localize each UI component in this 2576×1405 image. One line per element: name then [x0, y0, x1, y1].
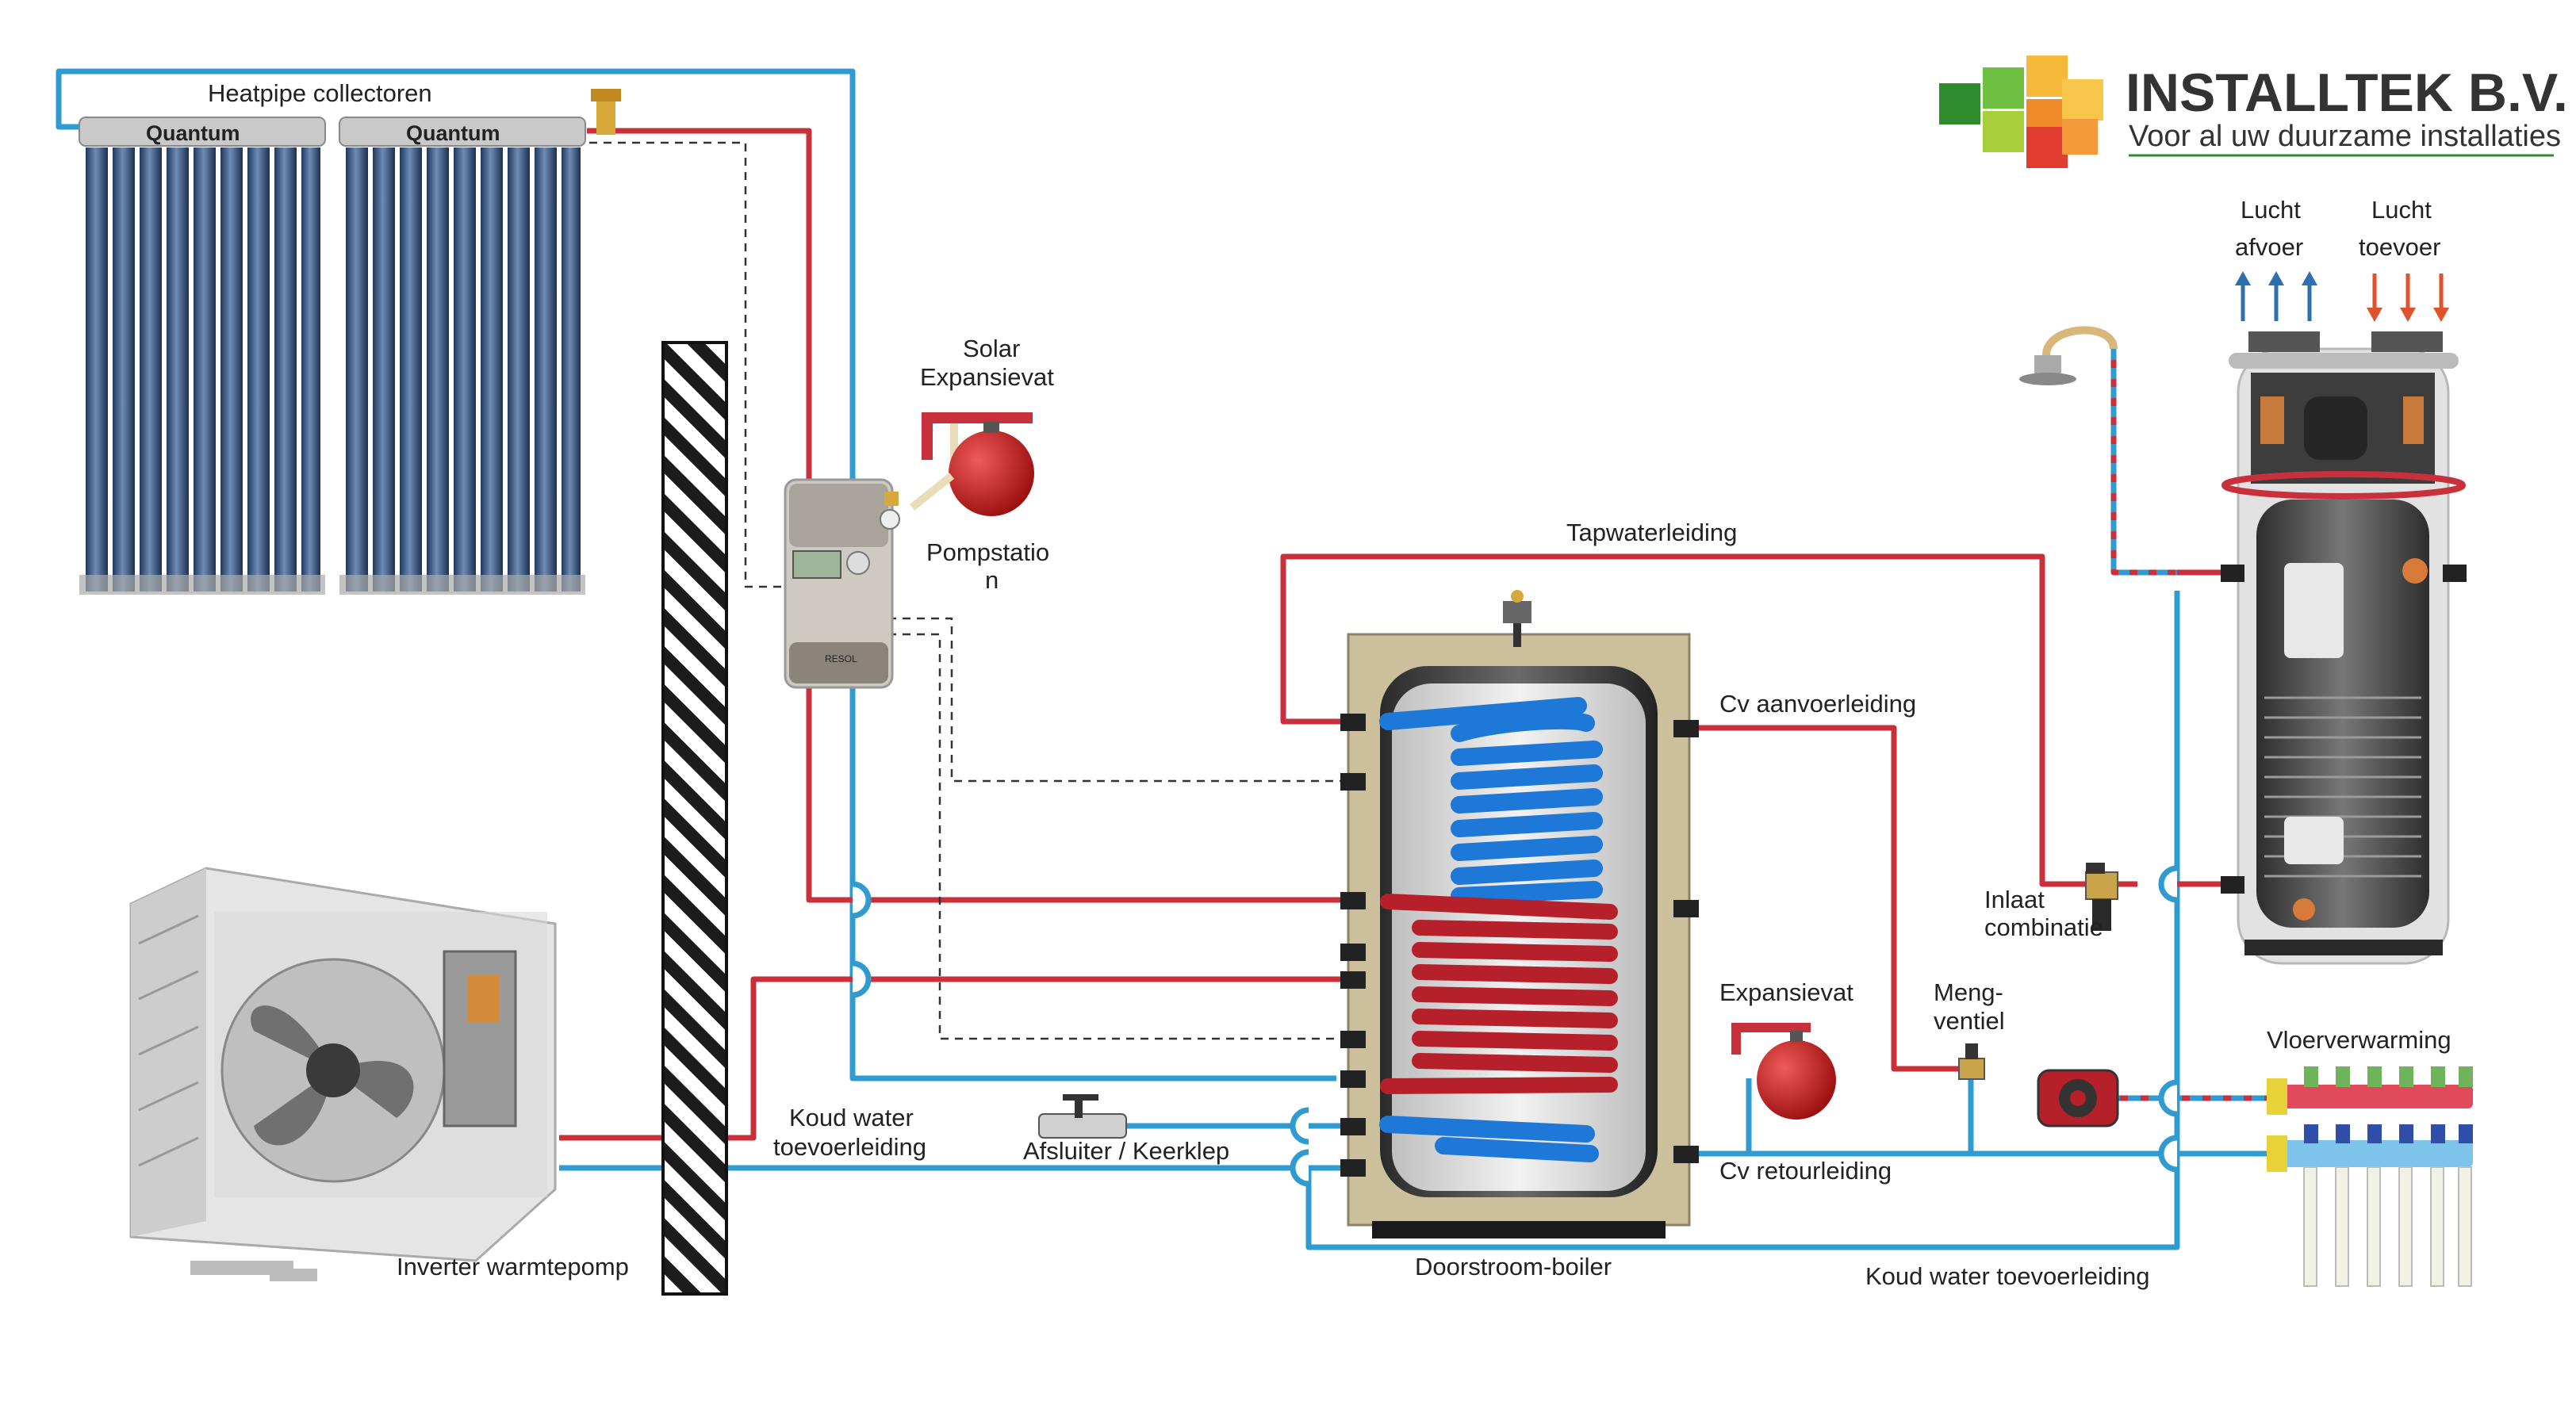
mixing-label-2: ventiel [1934, 1007, 2005, 1035]
solar-expansion-label-2: Expansievat [920, 363, 1054, 391]
sensor-line-boiler-top [888, 617, 1340, 783]
valve-label: Afsluiter / Keerklep [1023, 1137, 1229, 1165]
cv-supply-label: Cv aanvoerleiding [1719, 690, 1916, 718]
collector-left-tubes [86, 147, 320, 591]
manifold-return-bar [2267, 1124, 2473, 1172]
shower-riser-blue [2110, 341, 2177, 576]
floor-heating-manifold: Vloerverwarming [2267, 1026, 2473, 1287]
air-vent-icon [591, 89, 621, 135]
boiler-label: Doorstroom-boiler [1415, 1253, 1612, 1281]
logo-tagline: Voor al uw duurzame installaties [2129, 120, 2561, 153]
collector-panel-left-label: Quantum [146, 121, 240, 145]
solar-expansion-vessel-icon [922, 412, 1034, 516]
building-wall [661, 341, 728, 1296]
pump-station-label-1: Pompstatio [926, 538, 1049, 566]
tapwater-pipe [1280, 553, 2137, 887]
shower-head-icon [2019, 326, 2118, 385]
manifold-supply-bar [2267, 1066, 2473, 1115]
shutoff-check-valve-icon [1038, 1094, 1127, 1139]
floor-heating-label: Vloerverwarming [2267, 1026, 2451, 1054]
controller-brand: RESOL [825, 653, 857, 664]
pump-station-label-2: n [985, 566, 999, 594]
collector-right-tubes [346, 147, 581, 591]
boiler-blue-coil [1379, 697, 1603, 1162]
fan-icon [220, 958, 446, 1183]
inlet-combination: Inlaat combinatie [1984, 863, 2118, 941]
cold-water-label-2: toevoerleiding [773, 1133, 926, 1161]
circulation-pump-icon [2037, 1069, 2119, 1127]
mixing-label-1: Meng- [1934, 978, 2003, 1006]
boiler-red-coil [1380, 894, 1618, 1094]
pipe-network [56, 68, 2284, 1250]
inverter-heat-pump: Inverter warmtepomp [129, 867, 629, 1281]
cold-water-label-1: Koud water [789, 1104, 914, 1131]
heatpipe-collectors: Heatpipe collectoren Quantum Quantum [79, 79, 621, 595]
pump-station-controller: RESOL [784, 478, 900, 689]
logo-brand: INSTALLTEK B.V. [2126, 63, 2568, 123]
air-exhaust-label-2: afvoer [2235, 233, 2303, 261]
air-exhaust-arrows-icon [2235, 271, 2317, 321]
air-supply-arrows-icon [2367, 274, 2449, 322]
expansion-label: Expansievat [1719, 978, 1853, 1006]
solar-cold-pipe [56, 68, 1336, 1082]
cv-supply-pipe [1689, 725, 1959, 1072]
flow-through-boiler: Doorstroom-boiler [1340, 590, 1699, 1281]
air-supply-label-2: toevoer [2359, 233, 2440, 261]
heat-pump-water-heater: Lucht afvoer Lucht toevoer [2221, 196, 2467, 965]
solar-expansion-label-1: Solar [963, 335, 1020, 362]
collector-panel-right: Quantum [339, 117, 586, 595]
tapwater-label: Tapwaterleiding [1566, 519, 1737, 546]
pump-station: Solar Expansievat RESOL Pompstatio n [784, 335, 1054, 689]
cold-water-bottom [1305, 591, 2180, 1250]
collector-panel-left: Quantum [79, 117, 326, 595]
installtek-logo: INSTALLTEK B.V. Voor al uw duurzame inst… [1939, 56, 2568, 168]
collector-panel-right-label: Quantum [406, 121, 500, 145]
expansion-vessel: Expansievat [1719, 978, 1853, 1120]
heat-pump-label: Inverter warmtepomp [397, 1253, 629, 1281]
air-supply-label-1: Lucht [2371, 196, 2432, 224]
boiler-top-thermometer [1503, 590, 1531, 647]
heater-connection-stubs [2221, 565, 2467, 894]
collectors-title: Heatpipe collectoren [208, 79, 432, 107]
inlet-label-2: combinatie [1984, 913, 2103, 941]
mixing-valve: Meng- ventiel [1934, 978, 2005, 1080]
logo-cubes [1939, 56, 2103, 168]
pipe-crossovers [852, 865, 2178, 1187]
air-exhaust-label-1: Lucht [2241, 196, 2301, 224]
heatpump-hot-pipe [559, 976, 1340, 1141]
shower-riser [2110, 341, 2177, 576]
cold-water-bottom-label: Koud water toevoerleiding [1865, 1262, 2149, 1290]
sensor-line-collector [575, 141, 793, 588]
heat-pump-grille [138, 914, 199, 1167]
cv-return-label: Cv retourleiding [1719, 1157, 1892, 1185]
manifold-legs [2303, 1166, 2472, 1287]
inlet-label-1: Inlaat [1984, 886, 2045, 913]
boiler-connection-stubs [1340, 714, 1699, 1177]
